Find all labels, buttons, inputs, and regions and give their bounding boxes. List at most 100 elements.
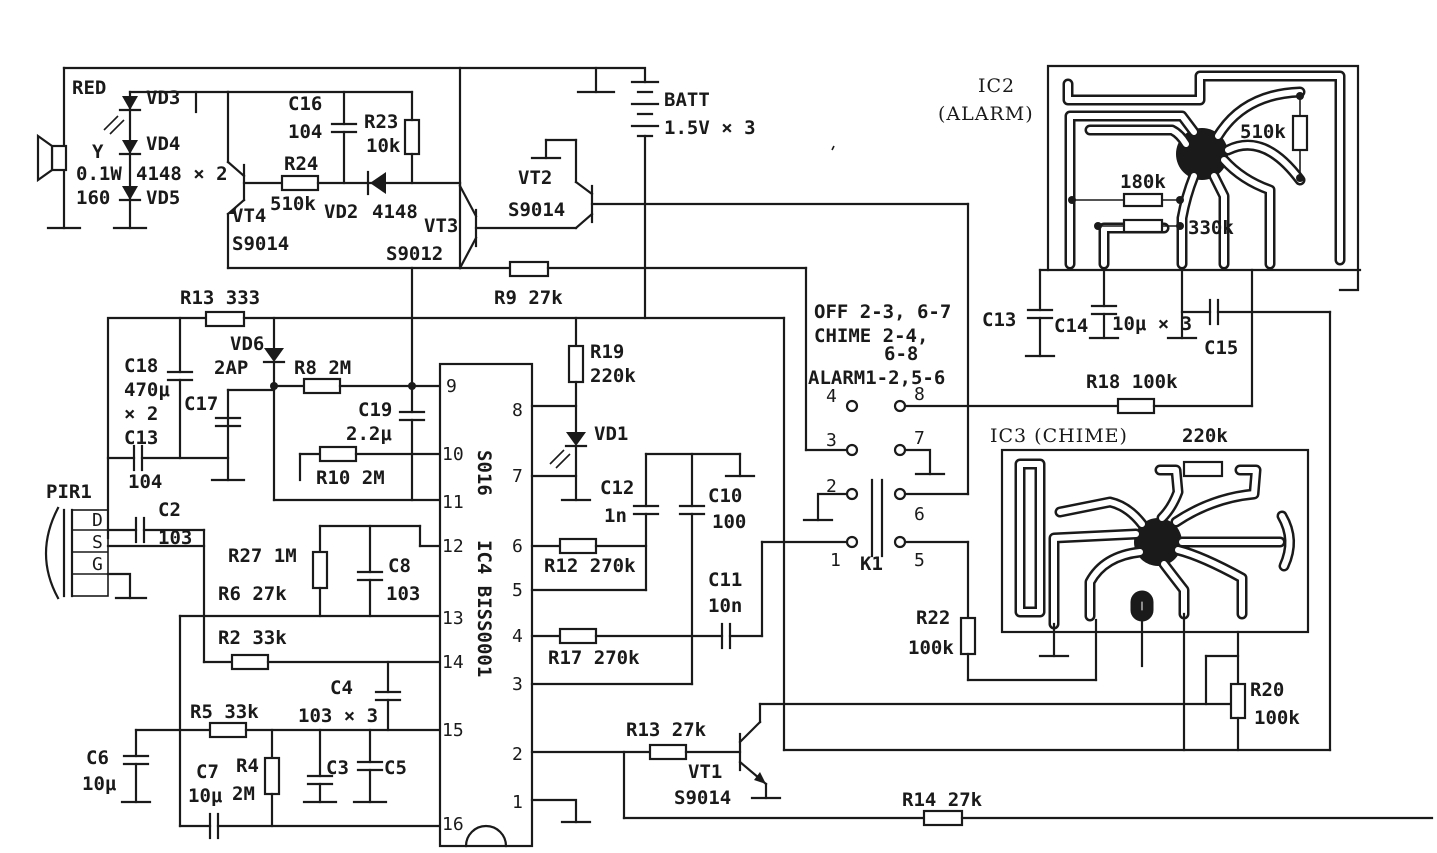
vt1-label: VT1 bbox=[688, 761, 722, 783]
c16-value: 104 bbox=[288, 121, 322, 143]
r8-label: R8 2M bbox=[294, 357, 351, 379]
r4-value: 2M bbox=[232, 783, 255, 805]
r2-label: R2 33k bbox=[218, 627, 287, 649]
ic4-right-section: R19 220k VD1 C12 1n C10 100 R12 270k C11… bbox=[530, 316, 1434, 827]
ic4-pin-14: 14 bbox=[442, 652, 464, 673]
c10-label: C10 bbox=[708, 485, 742, 507]
pir-label: PIR1 bbox=[46, 481, 92, 503]
ic4-pin-15: 15 bbox=[442, 720, 464, 741]
c13b-label: C13 bbox=[982, 309, 1016, 331]
ic3-chime: IC3 (CHIME) 220k R20 10 bbox=[990, 425, 1310, 752]
vd3-label: VD3 bbox=[146, 87, 180, 109]
c2-value: 103 bbox=[158, 527, 192, 549]
r20-value: 100k bbox=[1254, 707, 1300, 729]
r22-value: 100k bbox=[908, 637, 954, 659]
vd5-label: VD5 bbox=[146, 187, 180, 209]
vd6-r8-c19: VD6 2AP R8 2M C19 2.2μ R10 2M bbox=[214, 316, 442, 502]
pir-sensor: PIR1 D S G C2 103 bbox=[44, 481, 234, 664]
k1-contact-4: 4 bbox=[826, 386, 837, 407]
c10-value: 100 bbox=[712, 511, 746, 533]
ic4-name: IC4 BISS0001 bbox=[473, 540, 495, 677]
vd2-label: VD2 bbox=[324, 201, 358, 223]
c5-label: C5 bbox=[384, 757, 407, 779]
c11-label: C11 bbox=[708, 569, 742, 591]
speaker-y-label: Y bbox=[92, 141, 104, 163]
pir-d: D bbox=[92, 510, 103, 531]
speaker-power: 0.1W bbox=[76, 163, 122, 185]
vd4-label: VD4 bbox=[146, 133, 180, 155]
ic4-pin-10: 10 bbox=[442, 444, 464, 465]
k1-contact-3: 3 bbox=[826, 430, 837, 451]
r23-label: R23 bbox=[364, 111, 398, 133]
c13a-value: 104 bbox=[128, 471, 162, 493]
vd1-label: VD1 bbox=[594, 423, 628, 445]
r19-label: R19 bbox=[590, 341, 624, 363]
k1-mode-off: OFF 2-3, 6-7 bbox=[814, 301, 951, 323]
c12-value: 1n bbox=[604, 505, 627, 527]
c4-value: 103 × 3 bbox=[298, 705, 378, 727]
vd2-value: 4148 bbox=[372, 201, 418, 223]
c7-value: 10μ bbox=[188, 785, 223, 807]
ic3-label: IC3 (CHIME) bbox=[990, 425, 1128, 447]
battery-value: 1.5V × 3 bbox=[664, 117, 756, 139]
c7-label: C7 bbox=[196, 761, 219, 783]
vt2-label: VT2 bbox=[518, 167, 552, 189]
speaker-impedance: 160 bbox=[76, 187, 110, 209]
ic4-pin-12: 12 bbox=[442, 536, 464, 557]
vt3-label: VT3 bbox=[424, 215, 458, 237]
r5-label: R5 33k bbox=[190, 701, 259, 723]
led-stack: RED VD3 VD4 4148 × 2 VD5 bbox=[72, 77, 230, 230]
r23-value: 10k bbox=[366, 135, 401, 157]
r27-label: R27 1M bbox=[228, 545, 297, 567]
ic3-r1: 220k bbox=[1182, 425, 1228, 447]
power-rail bbox=[46, 66, 647, 230]
ic4-pin-4: 4 bbox=[512, 626, 523, 647]
r9-label: R9 27k bbox=[494, 287, 563, 309]
ic4-pin-7: 7 bbox=[512, 466, 523, 487]
c2-label: C2 bbox=[158, 499, 181, 521]
r6-label: R6 27k bbox=[218, 583, 287, 605]
r20-label: R20 bbox=[1250, 679, 1284, 701]
vt3-vt2-section: VT3 S9012 VT2 S9014 bbox=[386, 138, 970, 496]
battery-label: BATT bbox=[664, 89, 710, 111]
r9-r13-section: R9 27k R13 333 bbox=[106, 260, 1332, 752]
ic2-alarm: IC2 (ALARM) 510k bbox=[938, 64, 1362, 752]
lower-left-section: C4 103 × 3 R5 33k C6 10μ C7 10μ R4 2M C3… bbox=[82, 660, 442, 840]
k1-contact-2: 2 bbox=[826, 476, 837, 497]
ic2-r1: 510k bbox=[1240, 121, 1286, 143]
r13b-label: R13 27k bbox=[626, 719, 707, 741]
ic4-pin-8: 8 bbox=[512, 400, 523, 421]
c16-label: C16 bbox=[288, 93, 322, 115]
k1-contact-6: 6 bbox=[914, 504, 925, 525]
ic4-pin-2: 2 bbox=[512, 744, 523, 765]
stray-mark bbox=[831, 145, 835, 151]
r19-value: 220k bbox=[590, 365, 636, 387]
c14-value: 10μ × 3 bbox=[1112, 313, 1192, 335]
r12-label: R12 270k bbox=[544, 555, 636, 577]
c12-label: C12 bbox=[600, 477, 634, 499]
battery: BATT 1.5V × 3 bbox=[630, 80, 756, 320]
r27-c8-r6-r2: R27 1M C8 103 R6 27k R2 33k bbox=[178, 524, 442, 828]
c18-c13-c17: C18 470μ × 2 C17 C13 104 bbox=[106, 316, 276, 493]
r10-label: R10 2M bbox=[316, 467, 385, 489]
diode-pair-label: 4148 × 2 bbox=[136, 163, 228, 185]
pir-g: G bbox=[92, 554, 103, 575]
k1-mode-switch[interactable]: OFF 2-3, 6-7 CHIME 2-4, 6-8 ALARM1-2,5-6… bbox=[802, 268, 1254, 682]
c3-label: C3 bbox=[326, 757, 349, 779]
k1-mode-chime: CHIME 2-4, bbox=[814, 325, 928, 347]
c19-label: C19 bbox=[358, 399, 392, 421]
red-led-label: RED bbox=[72, 77, 106, 99]
r18-label: R18 100k bbox=[1086, 371, 1178, 393]
k1-contact-5: 5 bbox=[914, 550, 925, 571]
k1-label: K1 bbox=[860, 553, 883, 575]
ic4-pin-9: 9 bbox=[446, 376, 457, 397]
vt4-type: S9014 bbox=[232, 233, 289, 255]
c15-label: C15 bbox=[1204, 337, 1238, 359]
k1-contact-7: 7 bbox=[914, 428, 925, 449]
c11-value: 10n bbox=[708, 595, 742, 617]
vd6-label: VD6 bbox=[230, 333, 264, 355]
pir-s: S bbox=[92, 532, 103, 553]
ic4-pin-3: 3 bbox=[512, 674, 523, 695]
ic4-pin-13: 13 bbox=[442, 608, 464, 629]
ic4-code: S016 bbox=[473, 450, 495, 496]
